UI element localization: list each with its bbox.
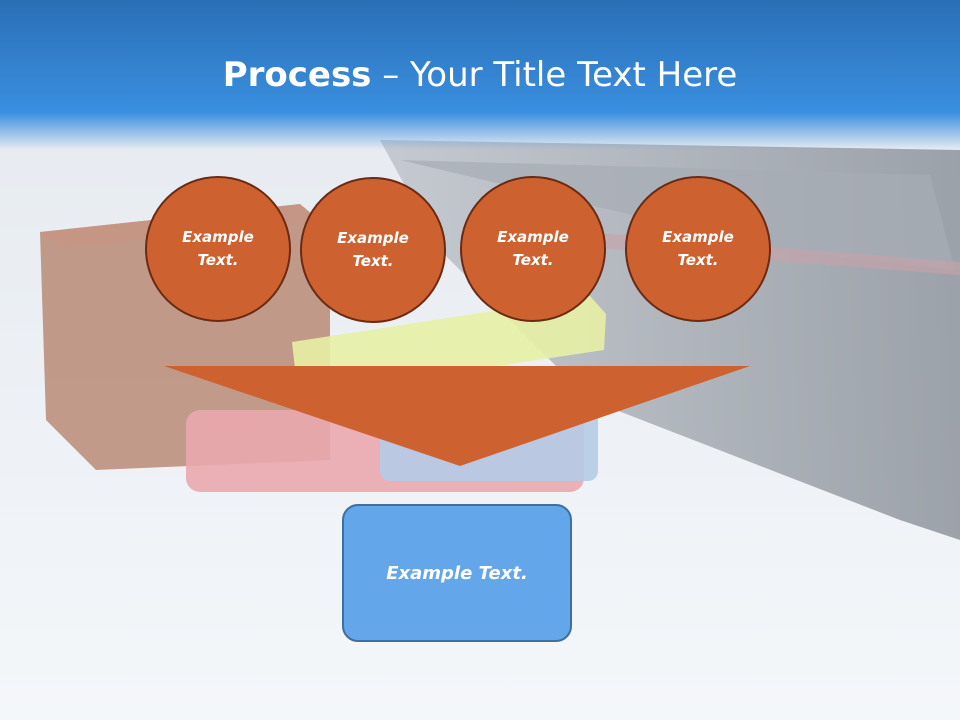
result-label: Example Text. [386,562,528,584]
result-box: Example Text. [342,504,572,642]
process-circle-4: Example Text. [625,176,771,322]
circle-label: Example Text. [662,228,734,269]
page-title: Process – Your Title Text Here [0,52,960,98]
process-circle-3: Example Text. [460,176,606,322]
title-rest: – Your Title Text Here [371,55,738,95]
title-bold: Process [222,55,372,95]
title-band [0,0,960,150]
circle-label: Example Text. [182,228,254,269]
funnel-arrow [164,366,750,466]
process-circle-1: Example Text. [145,176,291,322]
circle-label: Example Text. [337,229,409,270]
circle-label: Example Text. [497,228,569,269]
process-circle-2: Example Text. [300,177,446,323]
